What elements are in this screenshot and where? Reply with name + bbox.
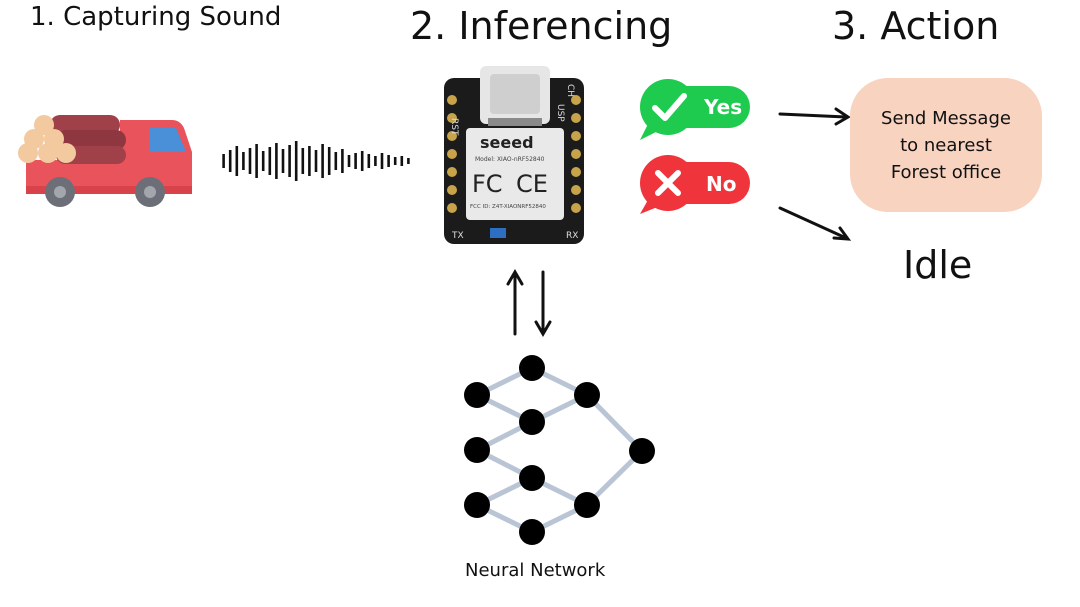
board-pad xyxy=(447,95,457,105)
yes-label: Yes xyxy=(703,95,742,119)
board-pad xyxy=(571,113,581,123)
wave-bar xyxy=(354,153,357,169)
board-pin-tx: TX xyxy=(451,231,464,241)
wave-bar xyxy=(341,149,344,173)
board-pad xyxy=(447,167,457,177)
board-pad xyxy=(571,131,581,141)
wave-bar xyxy=(255,144,258,178)
wave-bar xyxy=(400,156,404,166)
nn-node xyxy=(464,382,490,408)
step-1-heading: 1. Capturing Sound xyxy=(30,2,282,32)
send-message-action: Send Message to nearest Forest office xyxy=(850,78,1042,212)
no-label: No xyxy=(706,172,736,196)
board-pad xyxy=(571,167,581,177)
neural-network-caption: Neural Network xyxy=(465,560,606,581)
cross-icon xyxy=(655,170,681,196)
wave-bar xyxy=(288,145,291,177)
board-pad xyxy=(447,185,457,195)
check-icon xyxy=(652,93,687,121)
nn-node xyxy=(574,492,600,518)
wave-bar xyxy=(334,152,338,170)
board-pads xyxy=(447,95,581,213)
idle-action: Idle xyxy=(903,243,973,287)
wave-bar xyxy=(261,151,265,171)
nn-node xyxy=(574,382,600,408)
bidirectional-arrows-icon xyxy=(506,269,552,337)
wave-bar xyxy=(301,148,305,174)
neural-network-icon xyxy=(464,355,655,545)
board-pad xyxy=(571,95,581,105)
board-pad xyxy=(571,185,581,195)
board-pin-ch: CH xyxy=(565,84,575,97)
board-fcc-mark: FC xyxy=(472,170,503,198)
board-pin-usp: USP xyxy=(555,104,565,122)
wave-bar xyxy=(222,154,225,168)
board-model: Model: XIAO-nRF52840 xyxy=(475,156,545,163)
wave-bar xyxy=(321,144,324,178)
wave-bar xyxy=(242,152,245,170)
nn-node xyxy=(519,355,545,381)
nn-node xyxy=(519,519,545,545)
nn-edge xyxy=(585,393,644,453)
yes-badge: Yes xyxy=(640,79,750,140)
board-pad xyxy=(447,203,457,213)
log-truck-icon xyxy=(18,115,192,207)
wave-bar xyxy=(275,143,278,179)
wave-bar xyxy=(268,147,272,175)
board-pad xyxy=(447,113,457,123)
wave-bar xyxy=(294,141,298,181)
board-brand: seeed xyxy=(480,133,534,152)
wave-bar xyxy=(380,153,384,169)
board-fcc-id: FCC ID: Z4T-XIAONRF52840 xyxy=(470,204,546,210)
no-badge: No xyxy=(640,155,750,214)
board-pad xyxy=(571,203,581,213)
wave-bar xyxy=(281,149,285,173)
board-pad xyxy=(447,149,457,159)
no-arrow xyxy=(778,206,852,241)
wave-bar xyxy=(235,146,239,176)
xiao-board: seeed Model: XIAO-nRF52840 FC CE FCC ID:… xyxy=(444,66,584,244)
wave-bar xyxy=(314,150,318,172)
nn-node xyxy=(519,409,545,435)
wave-bar xyxy=(367,154,371,168)
sound-wave-icon xyxy=(222,141,410,181)
wave-bar xyxy=(387,155,390,167)
board-pad xyxy=(447,131,457,141)
step-2-heading: 2. Inferencing xyxy=(410,4,673,48)
wave-bar xyxy=(347,155,351,167)
board-pin-rx: RX xyxy=(566,231,578,241)
yes-arrow xyxy=(778,107,851,126)
board-pin-rst: RST xyxy=(449,118,459,136)
wave-bar xyxy=(374,156,377,166)
nn-node xyxy=(629,438,655,464)
wave-bar xyxy=(308,146,311,176)
nn-node xyxy=(464,437,490,463)
board-ce-mark: CE xyxy=(516,170,548,198)
wave-bar xyxy=(393,157,397,165)
wave-bar xyxy=(327,147,331,175)
nn-node xyxy=(519,465,545,491)
wave-bar xyxy=(248,148,252,174)
wave-bar xyxy=(407,158,410,164)
wave-bar xyxy=(228,150,232,172)
nn-node xyxy=(464,492,490,518)
board-pad xyxy=(571,149,581,159)
step-3-heading: 3. Action xyxy=(832,4,1000,48)
wave-bar xyxy=(360,151,364,171)
